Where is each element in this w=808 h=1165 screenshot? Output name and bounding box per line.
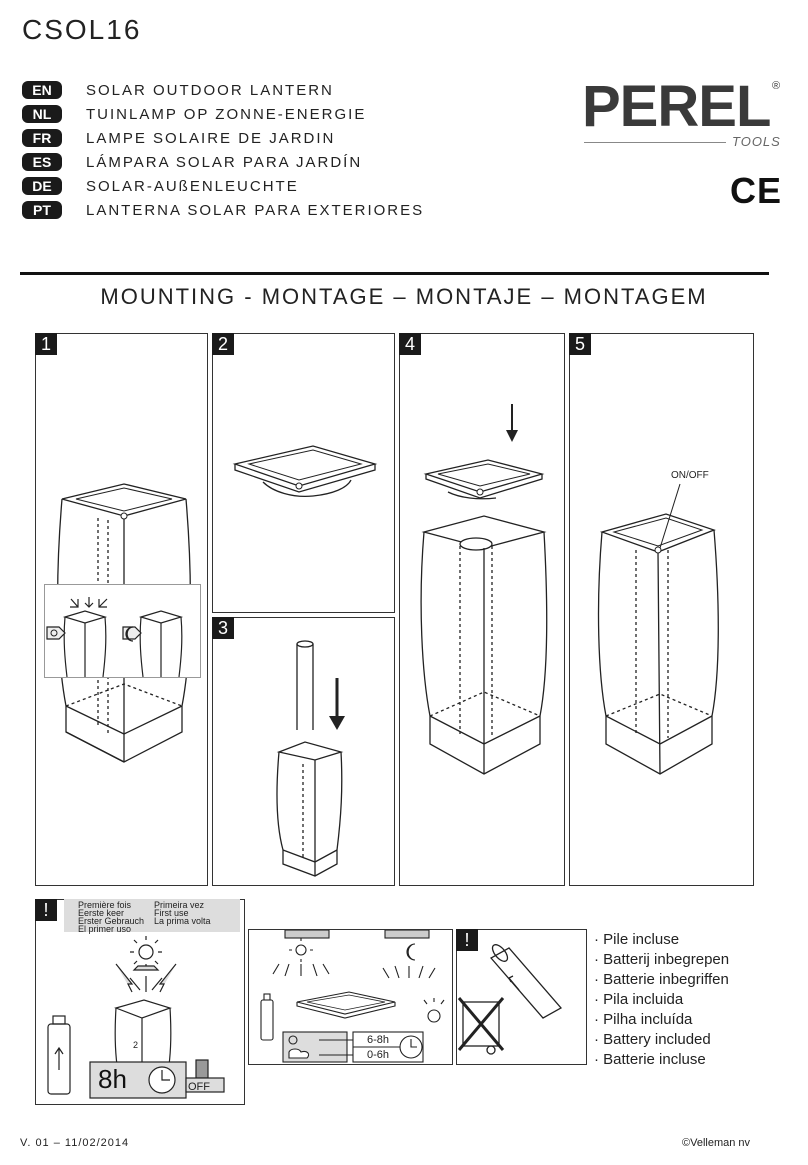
first-use-labels: Première fois Eerste keer Erster Gebrauc… <box>64 899 240 934</box>
step-panel-1: 1 <box>35 333 208 886</box>
sun-cloud-duration-illustration <box>260 930 445 1063</box>
first-use-text: La prima volta <box>154 916 211 926</box>
battery-note: Battery included <box>594 1030 729 1050</box>
header-rule <box>20 272 769 275</box>
step-number: 1 <box>35 333 57 355</box>
charge-detail-inset <box>44 584 201 678</box>
step-panel-4: 4 <box>399 333 565 886</box>
charging-duration-panel: 6-8h 0-6h <box>248 929 453 1065</box>
battery-note: Pile incluse <box>594 930 729 950</box>
first-use-col-1: Première fois Eerste keer Erster Gebrauc… <box>78 900 145 934</box>
step-panel-5: 5 ON/OFF <box>569 333 754 886</box>
charge-time: 8h <box>98 1064 127 1094</box>
language-code-badge: DE <box>22 177 62 195</box>
first-use-text: Erster Gebrauch <box>78 916 145 926</box>
step-number: 4 <box>399 333 421 355</box>
svg-text:2: 2 <box>133 1040 138 1050</box>
warning-mark: ! <box>456 929 478 951</box>
solar-cap-illustration <box>232 445 378 498</box>
battery-note: Pila incluida <box>594 990 729 1010</box>
first-use-text: Première fois <box>78 900 132 910</box>
first-use-text: First use <box>154 908 189 918</box>
cap-placement-illustration <box>420 404 548 775</box>
assembled-lantern-illustration <box>597 483 719 775</box>
step-number: 2 <box>212 333 234 355</box>
language-row: ES LÁMPARA SOLAR PARA JARDÍN <box>22 151 362 173</box>
step-panel-2: 2 <box>212 333 395 613</box>
language-row: PT LANTERNA SOLAR PARA EXTERIORES <box>22 199 424 221</box>
battery-disposal-panel: ! <box>456 929 587 1065</box>
brand-subtitle: TOOLS <box>732 134 781 149</box>
language-code-badge: PT <box>22 201 62 219</box>
on-off-label: ON/OFF <box>671 470 709 481</box>
battery-note: Batterie inbegriffen <box>594 970 729 990</box>
battery-note: Pilha incluída <box>594 1010 729 1030</box>
model-number: CSOL16 <box>22 14 142 45</box>
first-use-panel: ! 2 8h OFF <box>35 899 245 1105</box>
step-number: 3 <box>212 617 234 639</box>
product-title: SOLAR-AUßENLEUCHTE <box>86 177 299 195</box>
warning-mark: ! <box>35 899 57 921</box>
first-use-illustration: 2 <box>47 936 225 1099</box>
copyright-text: ©Velleman nv <box>682 1137 751 1149</box>
product-title: LAMPE SOLAIRE DE JARDIN <box>86 129 336 147</box>
language-code-badge: ES <box>22 153 62 171</box>
sun-moon-detail <box>46 597 184 678</box>
registered-mark: ® <box>772 80 781 92</box>
battery-included-list: Pile incluse Batterij inbegrepen Batteri… <box>594 930 729 1070</box>
battery-note: Batterie incluse <box>594 1050 729 1070</box>
battery-bin-illustration <box>457 944 563 1055</box>
section-heading: MOUNTING - MONTAGE – MONTAJE – MONTAGEM <box>100 284 708 309</box>
language-row: FR LAMPE SOLAIRE DE JARDIN <box>22 127 335 149</box>
product-title: TUINLAMP OP ZONNE-ENERGIE <box>86 105 367 123</box>
version-text: V. 01 – 11/02/2014 <box>20 1137 130 1149</box>
first-use-text: Eerste keer <box>78 908 125 918</box>
step-number: 5 <box>569 333 591 355</box>
ce-mark: CE <box>730 170 783 211</box>
product-title: LANTERNA SOLAR PARA EXTERIORES <box>86 201 425 219</box>
product-title: SOLAR OUTDOOR LANTERN <box>86 81 334 99</box>
first-use-col-2: Primeira vez First use La prima volta <box>154 900 211 926</box>
language-row: EN SOLAR OUTDOOR LANTERN <box>22 79 334 101</box>
battery-note: Batterij inbegrepen <box>594 950 729 970</box>
brand-logo: PEREL <box>582 74 771 139</box>
language-code-badge: EN <box>22 81 62 99</box>
brand-divider <box>584 142 726 143</box>
cloud-duration: 0-6h <box>367 1049 390 1061</box>
switch-off-label: OFF <box>188 1081 210 1093</box>
language-row: DE SOLAR-AUßENLEUCHTE <box>22 175 299 197</box>
sun-duration: 6-8h <box>367 1034 390 1046</box>
step-panel-3: 3 <box>212 617 395 886</box>
language-code-badge: NL <box>22 105 62 123</box>
language-code-badge: FR <box>22 129 62 147</box>
product-title: LÁMPARA SOLAR PARA JARDÍN <box>86 153 363 171</box>
language-row: NL TUINLAMP OP ZONNE-ENERGIE <box>22 103 366 125</box>
post-insert-illustration <box>276 640 345 877</box>
first-use-text: Primeira vez <box>154 900 205 910</box>
first-use-text: El primer uso <box>78 924 132 934</box>
